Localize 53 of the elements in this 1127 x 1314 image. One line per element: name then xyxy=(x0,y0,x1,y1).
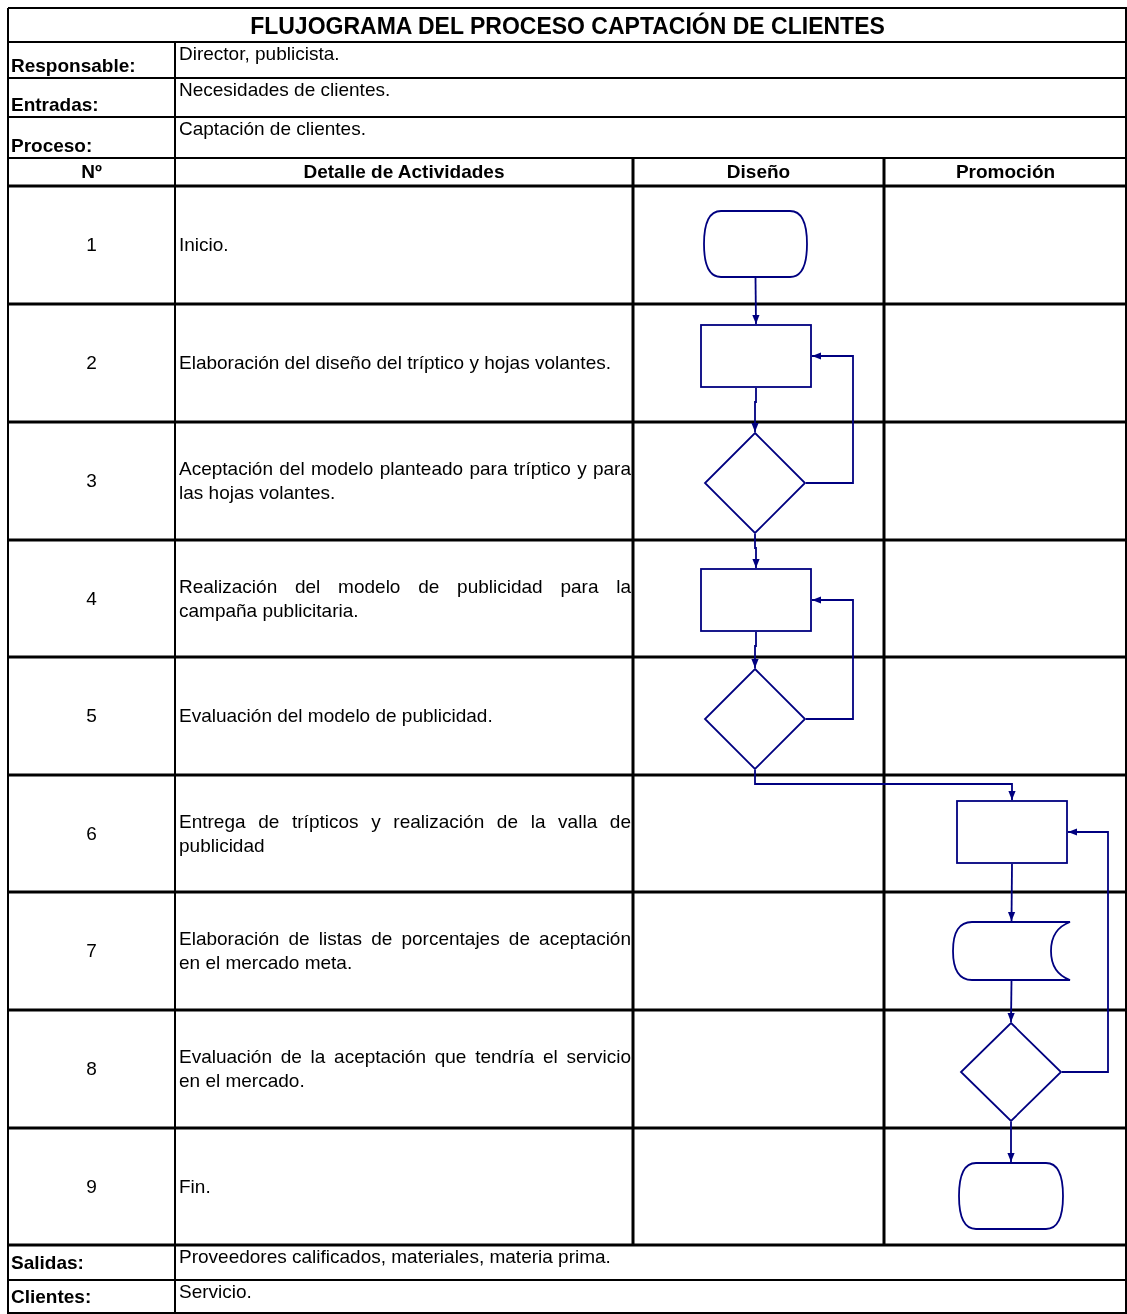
arrow xyxy=(1007,1121,1015,1163)
decision-diamond xyxy=(704,668,806,770)
field-value: Captación de clientes. xyxy=(179,117,367,141)
arrow xyxy=(805,596,854,720)
decision-diamond xyxy=(960,1022,1062,1122)
field-label: Salidas: xyxy=(11,1250,85,1275)
activity-description: Elaboración de listas de porcentajes de aceptación en el mercado meta. xyxy=(179,927,631,975)
arrow xyxy=(751,631,759,669)
activity-description: Evaluación de la aceptación que tendría el servicio en el mercado. xyxy=(179,1045,631,1093)
step-number: 8 xyxy=(85,1057,98,1081)
field-value: Servicio. xyxy=(179,1280,253,1304)
arrow xyxy=(805,352,854,484)
arrow xyxy=(752,277,760,325)
step-number: 1 xyxy=(85,233,98,257)
step-number: 2 xyxy=(85,351,98,375)
title: FLUJOGRAMA DEL PROCESO CAPTACIÓN DE CLIENTES xyxy=(249,11,886,41)
column-header: Detalle de Actividades xyxy=(302,160,506,184)
decision-diamond xyxy=(704,432,806,534)
step-number: 4 xyxy=(85,586,98,611)
arrow xyxy=(1007,980,1015,1023)
process-box xyxy=(956,800,1068,864)
column-header: Diseño xyxy=(725,160,792,184)
column-header: Nº xyxy=(80,160,103,184)
stored-data-shape xyxy=(952,921,1071,981)
activity-description: Entrega de trípticos y realización de la valla de publicidad xyxy=(179,809,631,858)
field-value: Proveedores calificados, materiales, materia prima. xyxy=(179,1245,612,1269)
field-label: Entradas: xyxy=(11,93,100,117)
step-number: 9 xyxy=(85,1174,98,1199)
activity-description: Aceptación del modelo planteado para tríptico y para las hojas volantes. xyxy=(179,457,631,505)
field-value: Necesidades de clientes. xyxy=(179,78,392,102)
field-label: Responsable: xyxy=(11,54,137,78)
activity-description: Elaboración del diseño del tríptico y hojas volantes. xyxy=(179,351,612,375)
field-value: Director, publicista. xyxy=(179,42,341,66)
column-header: Promoción xyxy=(954,160,1057,184)
field-label: Proceso: xyxy=(11,134,94,158)
terminal-shape xyxy=(958,1162,1064,1230)
activity-description: Evaluación del modelo de publicidad. xyxy=(179,704,494,728)
arrow xyxy=(752,533,760,569)
activity-description: Fin. xyxy=(179,1174,212,1199)
process-box xyxy=(700,324,812,388)
terminal-shape xyxy=(703,210,808,278)
activity-description: Inicio. xyxy=(179,233,230,257)
step-number: 6 xyxy=(85,821,98,846)
arrow xyxy=(751,387,759,433)
step-number: 5 xyxy=(85,704,98,728)
step-number: 3 xyxy=(85,469,98,493)
field-label: Clientes: xyxy=(11,1285,93,1309)
arrow xyxy=(1061,828,1109,1073)
step-number: 7 xyxy=(85,939,98,963)
arrow xyxy=(754,769,1016,801)
arrow xyxy=(1008,863,1016,922)
process-box xyxy=(700,568,812,632)
activity-description: Realización del modelo de publicidad para la campaña publicitaria. xyxy=(179,574,631,623)
